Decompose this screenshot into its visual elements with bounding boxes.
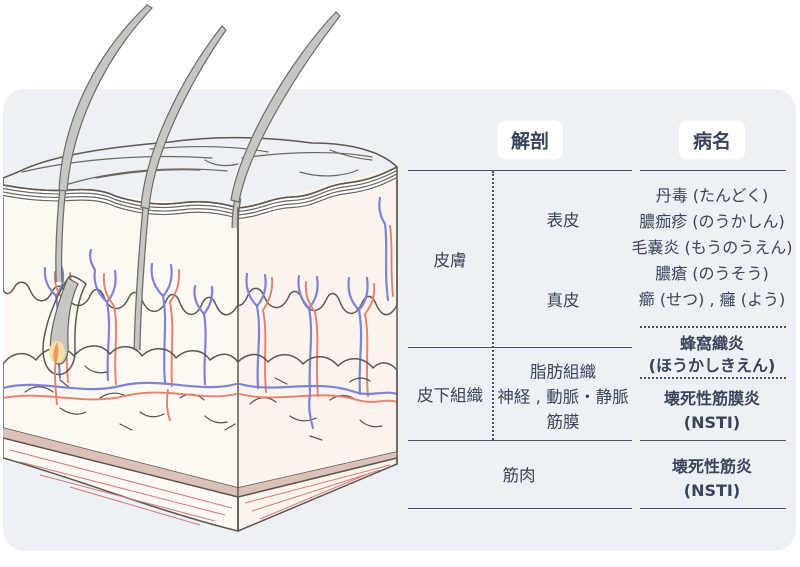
table-line-subcut-bottom-right	[640, 440, 786, 441]
disease-cellulitis-reading: (ほうかしきえん)	[648, 356, 776, 375]
disease-nsti-fasciitis-abbr: (NSTI)	[683, 413, 741, 432]
disease-header-chip: 病名	[678, 120, 746, 160]
sublayer-fascia: 筋膜	[546, 412, 580, 432]
sublayer-epidermis: 表皮	[546, 211, 580, 230]
hair-follicle	[42, 275, 87, 405]
sublayer-nerve-vessels: 神経 , 動脈・静脈	[497, 387, 629, 407]
hair-shafts-in-skin	[55, 185, 242, 351]
table-line-top-left	[408, 170, 632, 171]
disease-pyoderma: 膿瘡 (のうそう)	[655, 264, 769, 283]
hair-1	[58, 4, 153, 192]
hair-3	[230, 11, 341, 203]
disease-folliculitis: 毛嚢炎 (もうのうえん)	[631, 238, 793, 257]
disease-cellulitis-name: 蜂窩織炎	[679, 334, 745, 353]
vessel-trunks	[3, 381, 399, 430]
disease-nsti-myositis-abbr: (NSTI)	[683, 481, 741, 500]
hair-2	[140, 25, 227, 210]
table-dash-cellulitis-bottom	[640, 377, 786, 379]
disease-nsti-myositis-name: 壊死性筋炎	[671, 457, 753, 476]
table-line-top-right	[640, 170, 786, 171]
row-label-muscle: 筋肉	[502, 466, 536, 485]
table-line-skin-bottom	[408, 347, 632, 348]
disease-nsti-fasciitis-name: 壊死性筋膜炎	[663, 389, 761, 408]
disease-necrotizing-fasciitis: 壊死性筋膜炎 (NSTI)	[664, 387, 760, 435]
table-line-subcut-bottom-left	[408, 440, 632, 441]
table-dash-vertical	[492, 171, 494, 440]
disease-impetigo: 膿痂疹 (のうかしん)	[639, 212, 785, 231]
row-label-subcutaneous: 皮下組織	[417, 386, 483, 405]
fascia-band	[3, 428, 397, 497]
table-dash-cellulitis-top	[640, 326, 786, 328]
sublayer-fat: 脂肪組織	[530, 362, 596, 382]
row-label-skin: 皮膚	[433, 251, 467, 270]
disease-cellulitis: 蜂窩織炎 (ほうかしきえん)	[649, 333, 776, 377]
epidermis-layer	[3, 172, 398, 316]
table-line-bottom-right	[640, 508, 786, 509]
anatomy-header-chip: 解剖	[496, 120, 564, 160]
table-line-bottom-left	[408, 508, 632, 509]
anatomy-header-label: 解剖	[510, 130, 550, 153]
dermal-papilla	[53, 342, 59, 363]
sublayers-subcutaneous: 脂肪組織 神経 , 動脈・静脈 筋膜	[497, 360, 628, 435]
disease-furuncle-carbuncle: 癤 (せつ) , 癰 (よう)	[638, 290, 786, 309]
disease-necrotizing-myositis: 壊死性筋炎 (NSTI)	[672, 455, 752, 503]
disease-erysipelas: 丹毒 (たんどく)	[655, 186, 769, 205]
disease-list-skin: 丹毒 (たんどく) 膿痂疹 (のうかしん) 毛嚢炎 (もうのうえん) 膿瘡 (の…	[631, 183, 792, 313]
disease-header-label: 病名	[692, 130, 732, 153]
sublayer-dermis: 真皮	[546, 291, 580, 310]
hairs	[58, 4, 341, 210]
